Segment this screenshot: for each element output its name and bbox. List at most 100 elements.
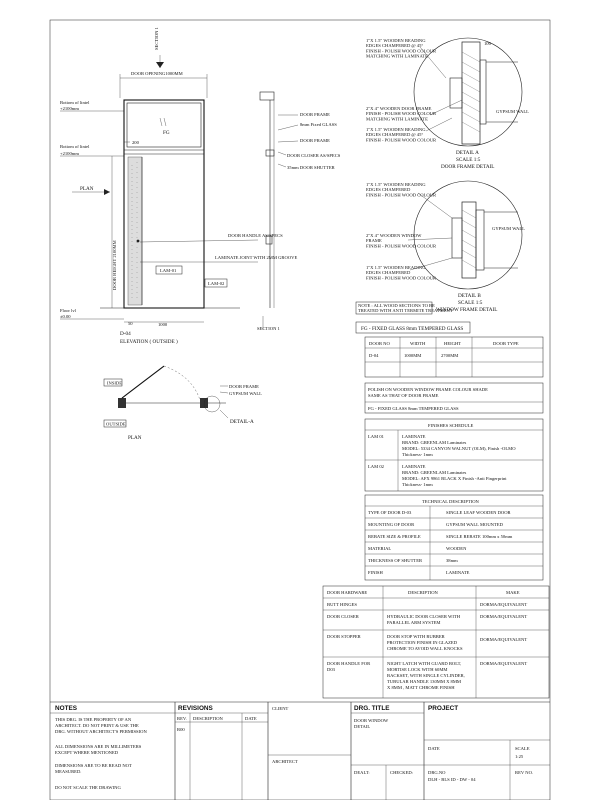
finish-lam01-line: MODEL: 5334 CANYON WALNUT (OLM), Finish …: [402, 446, 516, 452]
detail-b-note-3: 1"X 1.5" WOODEN BEADING EDGES CHAMFERED …: [366, 265, 437, 280]
detail-a-subtitle: DOOR FRAME DETAIL: [441, 164, 494, 170]
section-bottom-label: SECTION 1: [257, 326, 281, 331]
fixed-glass-panel: [126, 102, 202, 148]
polish-note-box: [364, 382, 544, 414]
title-block: NOTES THIS DRG. IS THE PROPERTY OF AN AR…: [50, 701, 550, 800]
hw-desc: X 8MM , MATT CHROME FINISH: [387, 685, 455, 691]
plan-caption: PLAN: [128, 435, 142, 441]
dim-50-label: 50: [128, 321, 133, 326]
plan-label: PLAN: [80, 186, 94, 192]
detail-a-scale: SCALE 1:5: [456, 157, 481, 163]
detail-a-title: DETAIL A: [456, 150, 479, 156]
note-property: THIS DRG. IS THE PROPERTY OF AN ARCHITEC…: [55, 717, 147, 734]
detail-b-note-2: 2"X 4" WOODEN WINDOW FRAME FINISH - POLI…: [366, 233, 437, 248]
hw-make: DORMA/EQUIVALENT: [480, 637, 527, 642]
project-label: PROJECT: [428, 705, 458, 712]
plan-door-frame: DOOR FRAME: [229, 384, 259, 389]
rev-row: R00: [177, 727, 185, 732]
technical-title: TECHNICAL DESCRIPTION: [422, 499, 480, 504]
finishes-schedule: FINISHES SCHEDULE LAM 01 LAMINATE BRAND:…: [364, 418, 544, 492]
tech-row-value: 38mm: [446, 558, 458, 563]
note-door-frame-2: DOOR FRAME: [300, 138, 330, 143]
tech-row-label: MATERIAL: [368, 546, 391, 551]
polish-note: POLISH ON WOODEN WINDOW FRAME COLOUR SHA…: [368, 387, 489, 398]
tech-row-label: FINISH: [368, 570, 383, 575]
detail-a-note-3: 1"X 1.5" WOODEN BEADING EDGES CHAMFERED …: [366, 127, 437, 142]
dealt-label: DEALT:: [354, 770, 370, 775]
detail-b-scale: SCALE 1:5: [458, 300, 483, 306]
inside-tag: INSIDE: [107, 381, 122, 386]
date-label: DATE: [428, 746, 440, 751]
finish-lam01-line: BRAND: GREENLAM Laminates: [402, 440, 467, 445]
door-table-cell-no: D-04: [369, 353, 379, 358]
door-plan: INSIDE OUTSIDE DOOR FRAME GYPSUM WALL DE…: [103, 365, 262, 441]
hw-desc: TUBULAR HANDLE 130MM X 8MM: [387, 679, 461, 684]
section-top-label: SECTION 1: [154, 26, 159, 50]
elevation-caption: ELEVATION ( OUTSIDE ): [120, 338, 178, 345]
detail-a: 100 1"X 1.5" WOODEN BEADING EDGES CHAMFE…: [366, 37, 529, 170]
door-table-header-height: HEIGHT: [444, 341, 461, 346]
rev-no-label: REV NO.: [515, 770, 533, 775]
finish-lam01-line: Thickness- 1mm: [402, 452, 433, 457]
svg-text:100: 100: [484, 41, 492, 46]
door-elevation: SECTION 1 DOOR OPENING1000MM Bottom of l…: [60, 26, 341, 345]
rev-header-desc: DESCRIPTION: [193, 716, 224, 721]
door-swing-arc: [163, 365, 201, 401]
detail-b-note: NOTE : ALL WOOD SECTIONS TO BE TREATED W…: [358, 303, 453, 313]
door-table-header-no: DOOR NO: [369, 341, 390, 346]
scale-value: 1:25: [515, 754, 524, 759]
hinge-jamb: [118, 398, 126, 408]
finish-lam02-line: Thickness- 1mm: [402, 482, 433, 487]
door-id: D-04: [120, 331, 131, 337]
hw-item: BUTT HINGES: [327, 602, 357, 607]
hw-desc: BACKSET, WITH SINGLE CYLINDER,: [387, 673, 465, 679]
detail-b: 1"X 1.5" WOODEN BEADING EDGES CHAMFERED …: [355, 180, 525, 315]
hw-header-make: MAKE: [506, 590, 520, 595]
detail-b-gypsum: GYPSUM WALL: [492, 226, 525, 231]
lintel-bottom-label: Bottom of lintel: [60, 144, 90, 149]
door-opening-label: DOOR OPENING1000MM: [131, 71, 183, 76]
drg-no-label: DRG.NO: [428, 770, 446, 775]
tech-row-value: GYPSUM WALL MOUNTED: [446, 522, 504, 527]
note-door-frame: DOOR FRAME: [300, 112, 330, 117]
checked-label: CHECKED:: [390, 770, 413, 775]
fg-label: FG: [163, 130, 170, 136]
hardware-table: DOOR HARDWARE DESCRIPTION MAKE BUTT HING…: [322, 585, 550, 699]
finish-code-lam01: LAM 01: [368, 434, 385, 439]
dim-200-label: 200: [132, 140, 140, 145]
door-table-cell-width: 1000MM: [404, 353, 421, 358]
lintel-bottom-level: +2100mm: [60, 151, 79, 156]
drg-title-value: DOOR WINDOW DETAIL: [354, 718, 389, 729]
door-height-label: DOOR HEIGHT 2100MM: [112, 240, 117, 290]
finish-lam02-line: MODEL: AFX 9861 BLACK X Finish -Anti Fin…: [402, 476, 507, 481]
hw-desc: HYDRAULIC DOOR CLOSER WITH: [387, 614, 461, 619]
hw-item: D03: [327, 667, 336, 672]
hw-make: DORMA/EQUIVALENT: [480, 661, 527, 666]
hw-desc: PARALLEL ARM SYSTEM: [387, 620, 441, 625]
floor-level-value: ±0.00: [60, 314, 71, 319]
detail-a-frame: [461, 41, 481, 145]
hw-make: DORMA/EQUIVALENT: [480, 614, 527, 619]
notes-title: NOTES: [55, 705, 78, 712]
hw-item: DOOR STOPPER: [327, 634, 362, 639]
note-dimensions: ALL DIMENSIONS ARE IN MILLIMETERS EXCEPT…: [55, 744, 143, 755]
lam02-tag: LAM-02: [208, 281, 225, 286]
detail-b-frame: [461, 201, 477, 279]
door-leaf-swing: [121, 365, 165, 399]
tech-row-label: REBATE SIZE & PROFILE: [368, 534, 421, 539]
tech-row-value: LAMINATE: [446, 570, 470, 575]
note-door-handle: DOOR HANDLE AS/SPECS: [228, 233, 283, 238]
detail-b-note-1: 1"X 1.5" WOODEN BEADING EDGES CHAMFERED …: [366, 182, 437, 197]
plan-gypsum-wall: GYPSUM WALL: [229, 391, 262, 396]
door-handle-icon: [136, 239, 140, 243]
detail-a-marker: [203, 395, 221, 413]
note-read: DIMENSIONS ARE TO BE READ NOT MEASURED.: [55, 763, 133, 774]
technical-description: TECHNICAL DESCRIPTION TYPE OF DOOR D-03 …: [364, 494, 544, 581]
rev-header: REV.: [177, 716, 187, 721]
hw-desc: CHROME TO AVOID WALL KNOCKS: [387, 646, 463, 651]
note-laminate-joint: LAMINATE JOINT WITH 2MM GROOVE: [215, 255, 297, 260]
architect-label: ARCHITECT: [272, 759, 298, 764]
finish-lam02-line: LAMINATE: [402, 464, 426, 469]
detail-a-note-2: 2"X 4" WOODEN DOOR FRAME FINISH - POLISH…: [366, 106, 437, 121]
